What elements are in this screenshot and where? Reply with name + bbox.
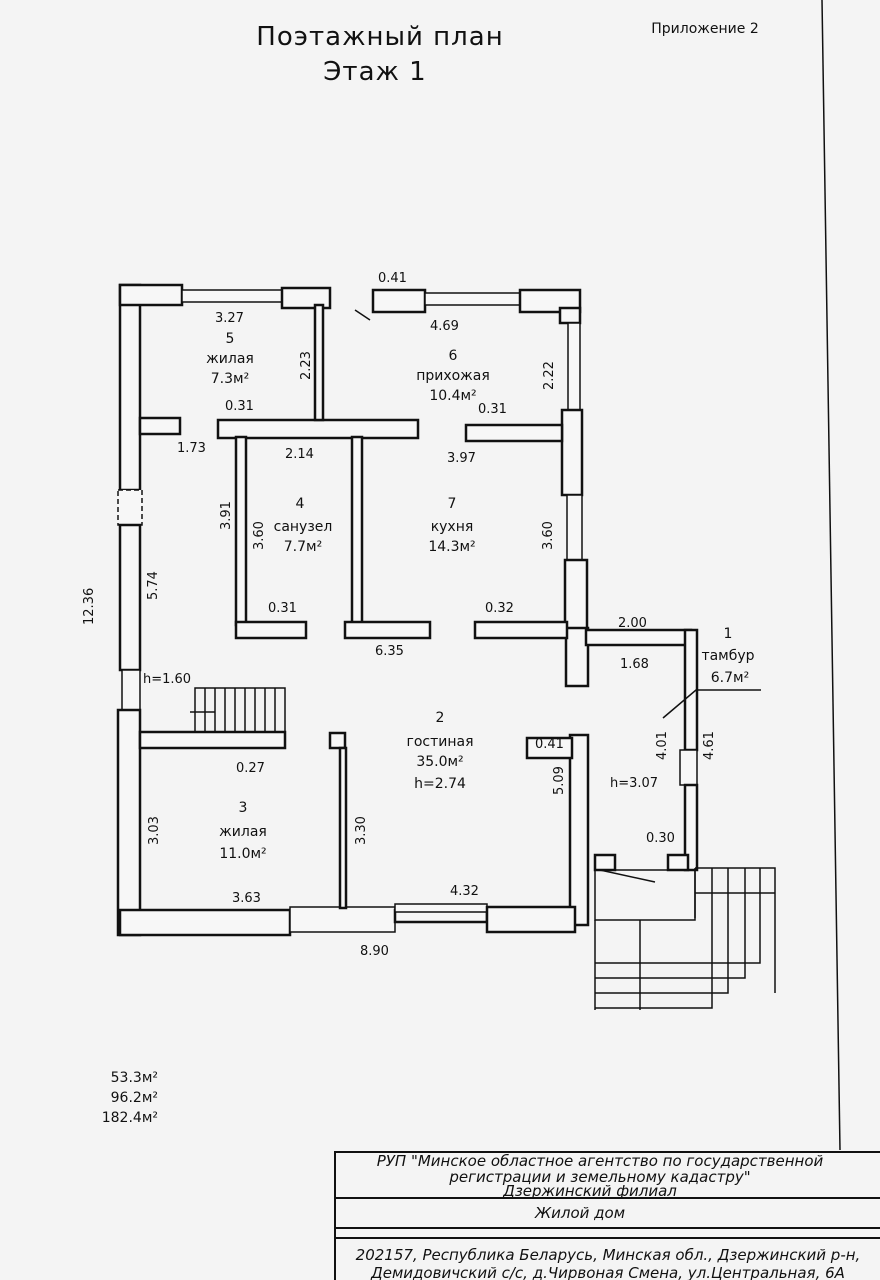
- svg-text:3: 3: [239, 800, 248, 816]
- svg-text:4.69: 4.69: [430, 319, 459, 334]
- svg-text:жилая: жилая: [219, 824, 267, 840]
- svg-text:3.60: 3.60: [541, 521, 556, 550]
- svg-text:0.32: 0.32: [485, 601, 514, 616]
- svg-text:96.2м²: 96.2м²: [111, 1090, 158, 1106]
- staircase-interior: [190, 687, 286, 733]
- svg-text:4.61: 4.61: [702, 731, 717, 760]
- svg-text:2.00: 2.00: [618, 616, 647, 631]
- svg-text:2: 2: [436, 710, 445, 726]
- svg-text:0.41: 0.41: [378, 271, 407, 286]
- entrance-steps: [354, 309, 776, 1010]
- plan-title: Поэтажный план: [256, 22, 503, 52]
- svg-text:202157, Республика Беларусь, М: 202157, Республика Беларусь, Минская обл…: [356, 1246, 861, 1264]
- svg-text:7.7м²: 7.7м²: [284, 539, 322, 555]
- svg-text:6.7м²: 6.7м²: [711, 670, 749, 686]
- room-7: 7 кухня 14.3м²: [428, 496, 475, 555]
- svg-text:35.0м²: 35.0м²: [416, 754, 463, 770]
- svg-text:0.31: 0.31: [225, 399, 254, 414]
- svg-text:14.3м²: 14.3м²: [428, 539, 475, 555]
- svg-text:прихожая: прихожая: [416, 368, 490, 384]
- svg-text:5.09: 5.09: [552, 766, 567, 795]
- svg-text:2.14: 2.14: [285, 447, 314, 462]
- svg-text:4.01: 4.01: [655, 731, 670, 760]
- svg-text:8.90: 8.90: [360, 944, 389, 959]
- room-1: 1 тамбур 6.7м²: [662, 626, 761, 719]
- svg-text:h=1.60: h=1.60: [143, 672, 191, 687]
- svg-text:12.36: 12.36: [82, 588, 97, 625]
- svg-text:1.73: 1.73: [177, 441, 206, 456]
- title-block: РУП "Минское областное агентство по госу…: [334, 1151, 880, 1280]
- svg-text:3.27: 3.27: [215, 311, 244, 326]
- svg-text:h=3.07: h=3.07: [610, 776, 658, 791]
- svg-text:3.03: 3.03: [147, 816, 162, 845]
- svg-text:6.35: 6.35: [375, 644, 404, 659]
- dimension-labels: 0.41 3.27 4.69 2.23 2.22 0.31 0.31 1.73 …: [82, 271, 717, 959]
- svg-text:3.91: 3.91: [219, 501, 234, 530]
- svg-text:182.4м²: 182.4м²: [102, 1110, 158, 1126]
- svg-text:0.41: 0.41: [535, 737, 564, 752]
- svg-text:жилая: жилая: [206, 351, 254, 367]
- svg-text:санузел: санузел: [274, 519, 333, 535]
- svg-text:гостиная: гостиная: [406, 734, 473, 750]
- svg-text:4: 4: [296, 496, 305, 512]
- svg-text:3.30: 3.30: [354, 816, 369, 845]
- svg-text:кухня: кухня: [431, 519, 474, 535]
- svg-text:53.3м²: 53.3м²: [111, 1070, 158, 1086]
- floor-label: Этаж 1: [323, 57, 426, 87]
- room-5: 5 жилая 7.3м²: [206, 331, 254, 387]
- svg-text:5.74: 5.74: [146, 571, 161, 600]
- sheet-border: [821, 0, 841, 1151]
- room-3: 3 жилая 11.0м²: [219, 800, 267, 862]
- svg-text:h=2.74: h=2.74: [414, 776, 466, 792]
- svg-text:11.0м²: 11.0м²: [219, 846, 266, 862]
- svg-text:Демидовичский с/с, д.Чирвоная: Демидовичский с/с, д.Чирвоная Смена, ул.…: [370, 1264, 845, 1280]
- svg-text:регистрации и земельному кадас: регистрации и земельному кадастру": [448, 1168, 750, 1186]
- area-totals: 53.3м² 96.2м² 182.4м²: [102, 1070, 158, 1126]
- svg-text:2.22: 2.22: [542, 361, 557, 390]
- svg-text:0.30: 0.30: [646, 831, 675, 846]
- room-4: 4 санузел 7.7м²: [274, 496, 333, 555]
- svg-text:Жилой дом: Жилой дом: [534, 1204, 625, 1222]
- svg-text:10.4м²: 10.4м²: [429, 388, 476, 404]
- svg-text:РУП "Минское областное агентст: РУП "Минское областное агентство по госу…: [377, 1152, 824, 1170]
- svg-text:1.68: 1.68: [620, 657, 649, 672]
- room-2: 2 гостиная 35.0м² h=2.74: [406, 710, 473, 792]
- svg-text:3.63: 3.63: [232, 891, 261, 906]
- svg-text:2.23: 2.23: [299, 351, 314, 380]
- room-6: 6 прихожая 10.4м²: [416, 348, 490, 404]
- svg-text:5: 5: [226, 331, 235, 347]
- svg-text:Дзержинский филиал: Дзержинский филиал: [502, 1182, 677, 1200]
- svg-text:4.32: 4.32: [450, 884, 479, 899]
- svg-text:тамбур: тамбур: [701, 648, 754, 664]
- appendix-label: Приложение 2: [651, 21, 758, 37]
- svg-text:0.31: 0.31: [268, 601, 297, 616]
- svg-text:1: 1: [724, 626, 733, 642]
- svg-text:7.3м²: 7.3м²: [211, 371, 249, 387]
- svg-text:0.27: 0.27: [236, 761, 265, 776]
- svg-text:6: 6: [449, 348, 458, 364]
- svg-text:3.60: 3.60: [252, 521, 267, 550]
- svg-text:7: 7: [448, 496, 457, 512]
- svg-text:0.31: 0.31: [478, 402, 507, 417]
- svg-text:3.97: 3.97: [447, 451, 476, 466]
- walls: [116, 283, 699, 937]
